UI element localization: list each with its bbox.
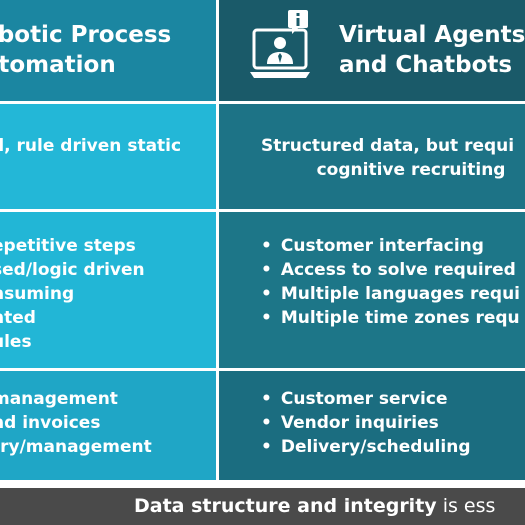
rpa-row-3-line-1: management: [0, 389, 118, 409]
comparison-table: obotic Process utomation Virtual Agents …: [0, 0, 525, 480]
va-row-1: Structured data, but requi cognitive rec…: [219, 104, 525, 209]
va-header-cell: Virtual Agents and Chatbots: [219, 0, 525, 101]
va-row-3-list: Customer service Vendor inquiries Delive…: [261, 387, 471, 459]
va-row-1-line-1: Structured data, but requi: [261, 136, 515, 156]
va-row-3: Customer service Vendor inquiries Delive…: [219, 371, 525, 480]
rpa-header-cell: obotic Process utomation: [0, 0, 216, 101]
va-row-2-item-1: Customer interfacing: [261, 234, 520, 258]
va-row-1-text: Structured data, but requi cognitive rec…: [261, 134, 514, 182]
va-title-line-2: and Chatbots: [339, 52, 513, 78]
rpa-title-line-1: obotic Process: [0, 22, 172, 48]
va-row-2-item-2: Access to solve required: [261, 258, 520, 282]
footer-bold-text: Data structure and integrity: [134, 495, 437, 517]
rpa-row-3: management nd invoices try/management: [0, 371, 216, 480]
rpa-row-1-text: d, rule driven static: [0, 134, 181, 158]
rpa-row-2-text: epetitive steps sed/logic driven nsuming…: [0, 234, 145, 354]
va-title-line-1: Virtual Agents: [339, 22, 525, 48]
va-row-3-item-3: Delivery/scheduling: [261, 435, 471, 459]
va-row-1-line-2: cognitive recruiting: [316, 160, 506, 180]
rpa-row-1: d, rule driven static: [0, 104, 216, 209]
rpa-row-2-line-3: nsuming: [0, 284, 75, 304]
va-row-2-item-3: Multiple languages requi: [261, 282, 520, 306]
rpa-row-1-line-1: d, rule driven static: [0, 136, 182, 156]
footer-text: Data structure and integrity is ess: [134, 493, 495, 519]
va-row-2-list: Customer interfacing Access to solve req…: [261, 234, 520, 330]
rpa-row-2-line-5: ules: [0, 332, 32, 352]
footer-rest-text: is ess: [436, 495, 496, 517]
va-header-title: Virtual Agents and Chatbots: [339, 20, 525, 80]
rpa-row-2-line-1: epetitive steps: [0, 236, 136, 256]
va-row-2-item-4: Multiple time zones requ: [261, 306, 520, 330]
va-row-2: Customer interfacing Access to solve req…: [219, 212, 525, 368]
va-row-3-item-1: Customer service: [261, 387, 470, 411]
rpa-row-2-line-4: nted: [0, 308, 36, 328]
rpa-row-2: epetitive steps sed/logic driven nsuming…: [0, 212, 216, 368]
chatbot-monitor-icon: [250, 10, 310, 78]
rpa-header-title: obotic Process utomation: [0, 20, 171, 80]
va-row-3-item-2: Vendor inquiries: [261, 411, 470, 435]
rpa-row-3-line-2: nd invoices: [0, 413, 101, 433]
rpa-row-3-line-3: try/management: [0, 437, 152, 457]
rpa-row-2-line-2: sed/logic driven: [0, 260, 145, 280]
rpa-row-3-text: management nd invoices try/management: [0, 387, 152, 459]
rpa-title-line-2: utomation: [0, 52, 116, 78]
footer-banner: Data structure and integrity is ess: [0, 488, 525, 525]
